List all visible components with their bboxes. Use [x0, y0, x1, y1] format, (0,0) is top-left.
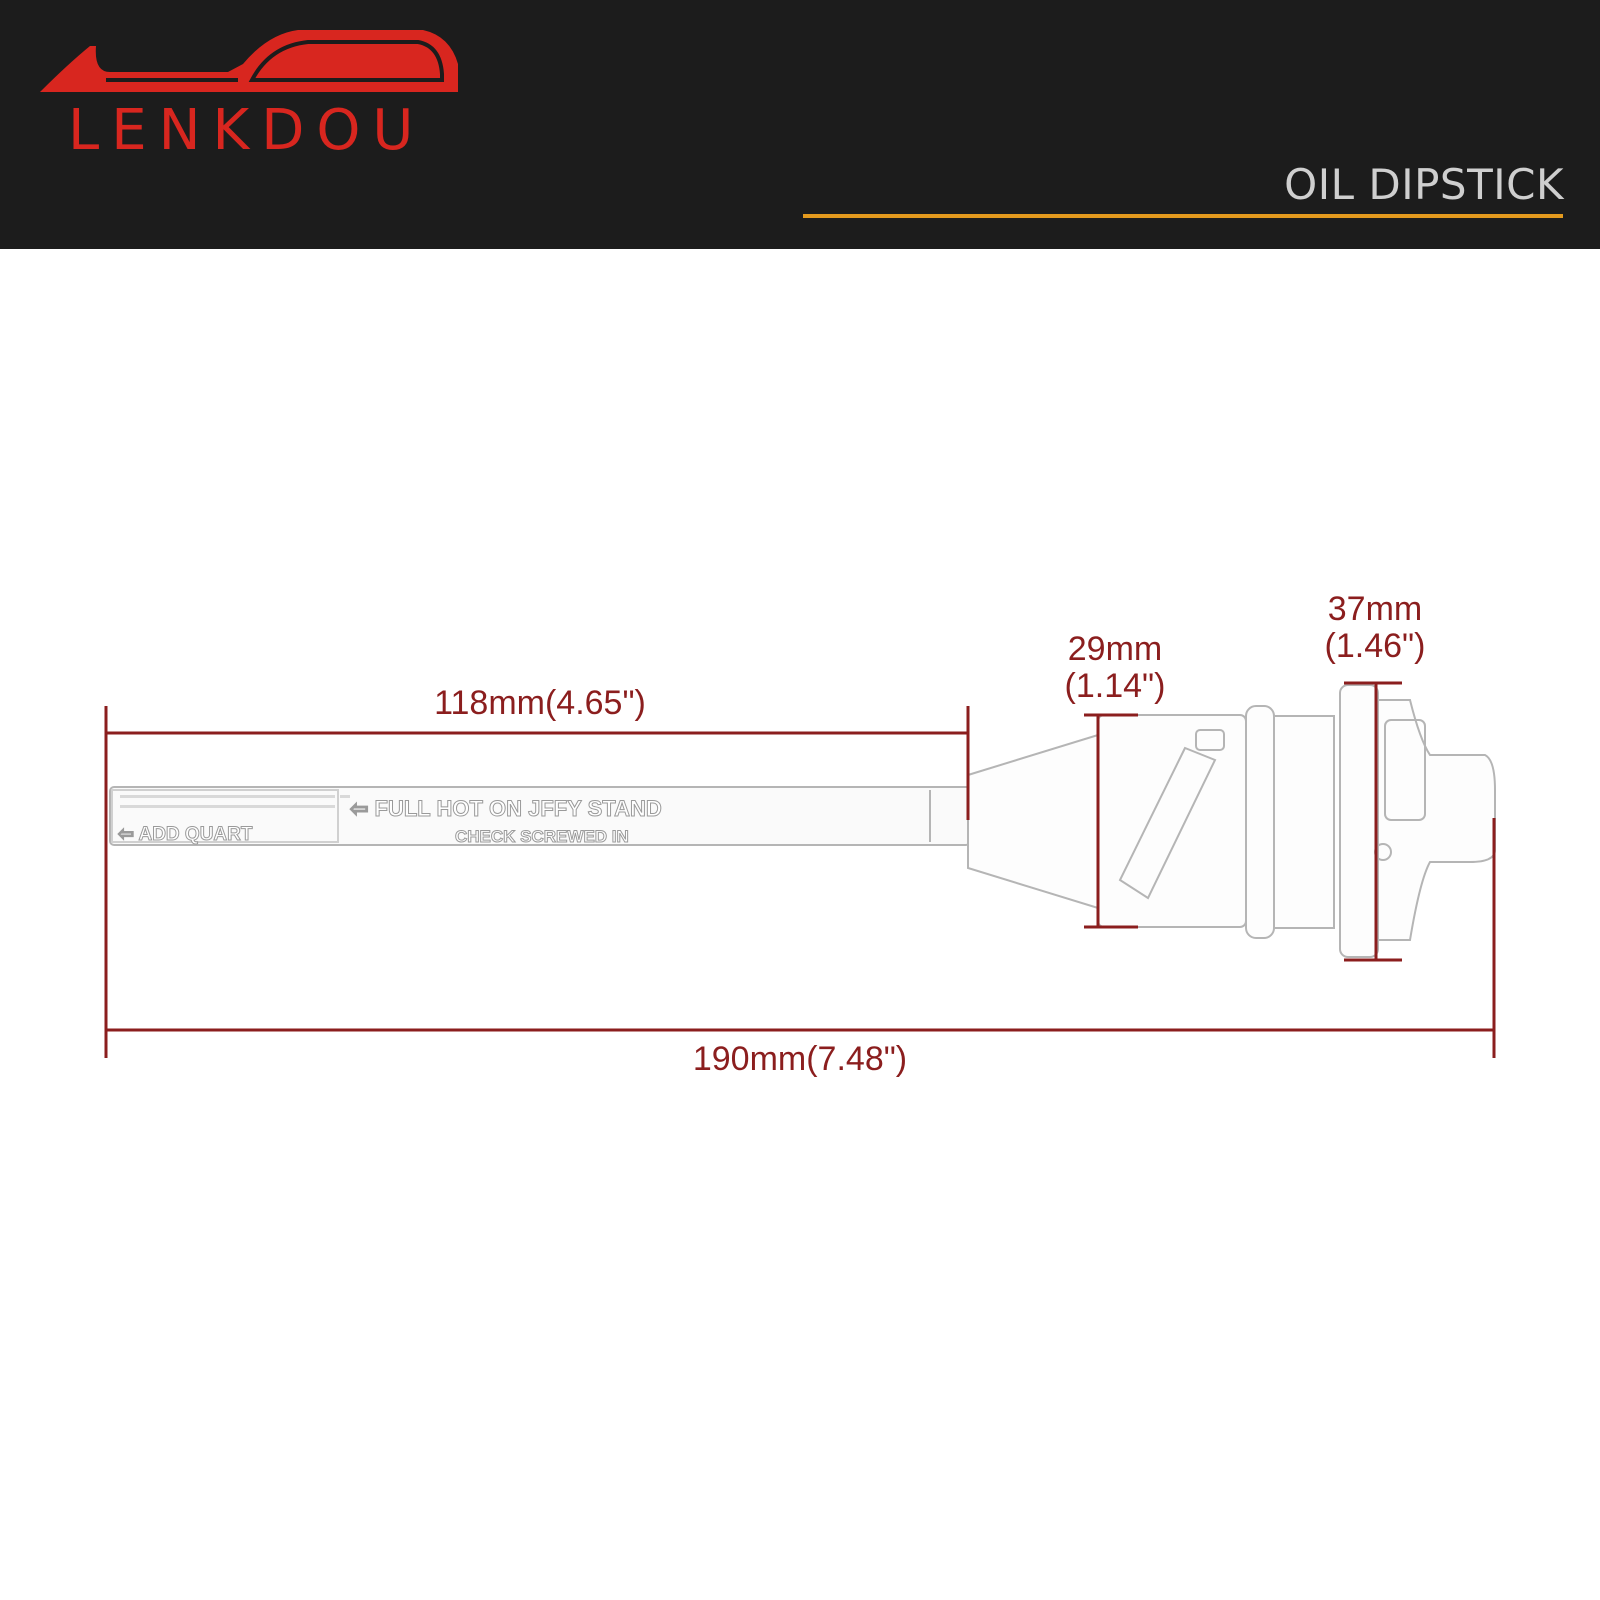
- cap-diameter-mm-label: 37mm: [1327, 590, 1423, 628]
- stick-label-full-hot: ⇦ FULL HOT ON JFFY STAND: [350, 796, 662, 821]
- stick-dot-pattern: [120, 795, 350, 808]
- title-underline: [803, 214, 1563, 218]
- body-diameter-mm-label: 29mm: [1067, 630, 1163, 668]
- stick-label-check-screwed: CHECK SCREWED IN: [455, 827, 629, 846]
- dipstick-body: [1097, 705, 1335, 939]
- stick-label-add-quart: ⇦ ADD QUART: [118, 824, 253, 845]
- brand-name: LENKDOU: [68, 98, 426, 163]
- header-bar: LENKDOU OIL DIPSTICK: [0, 0, 1600, 249]
- car-silhouette-logo-icon: [40, 30, 458, 92]
- stick-length-label: 118mm(4.65"): [434, 684, 646, 722]
- cap-diameter-in-label: (1.46"): [1324, 627, 1426, 665]
- page-title: OIL DIPSTICK: [1284, 160, 1564, 209]
- total-length-label: 190mm(7.48"): [692, 1040, 908, 1078]
- body-diameter-in-label: (1.14"): [1064, 667, 1166, 705]
